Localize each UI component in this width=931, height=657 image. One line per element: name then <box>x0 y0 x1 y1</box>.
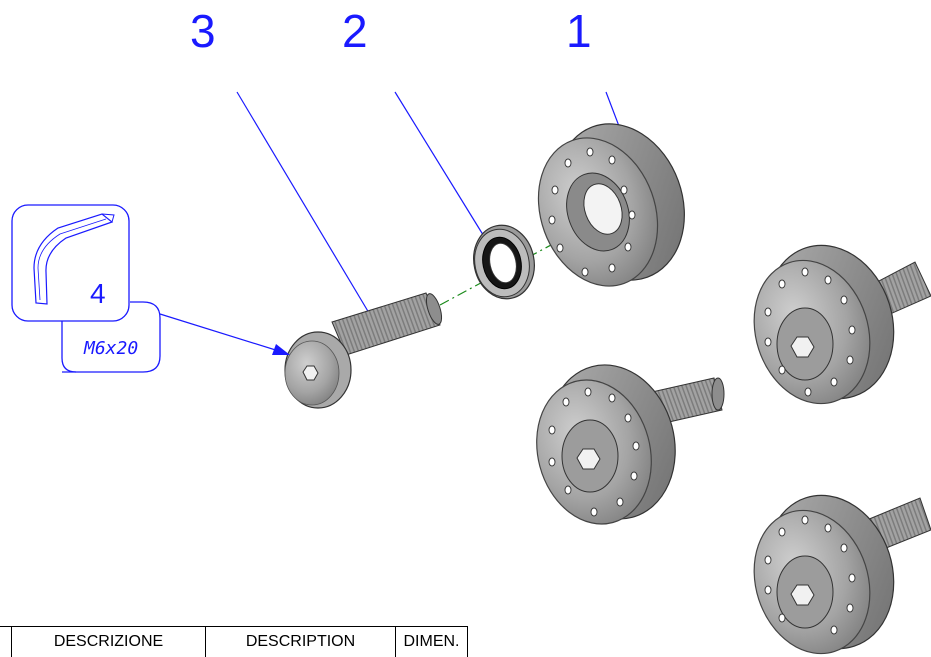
leader-line-part-2 <box>394 91 486 239</box>
bonded-washer <box>473 224 535 300</box>
bom-col-dimen: DIMEN. <box>396 627 468 657</box>
assembled-foot-c <box>753 494 931 655</box>
assembled-foot-a <box>536 364 725 525</box>
tool-leader-line <box>159 313 283 353</box>
assembled-foot-b <box>753 244 931 405</box>
tool-number: 4 <box>90 278 106 309</box>
flange-body <box>537 123 685 287</box>
bom-col-index <box>0 627 12 657</box>
hex-key-icon <box>33 213 115 305</box>
callout-part-3: 3 <box>190 5 216 57</box>
button-head-screw <box>284 292 443 409</box>
bom-col-description: DESCRIPTION <box>206 627 396 657</box>
leader-line-part-3 <box>236 91 373 319</box>
callout-part-1: 1 <box>566 5 592 57</box>
bom-col-descrizione: DESCRIZIONE <box>12 627 206 657</box>
tool-callout <box>11 204 290 373</box>
bom-table-header: DESCRIZIONE DESCRIPTION DIMEN. <box>0 626 468 657</box>
callout-part-2: 2 <box>342 5 368 57</box>
arrow-head-icon <box>272 344 290 355</box>
tool-size-label: M6x20 <box>84 338 139 359</box>
